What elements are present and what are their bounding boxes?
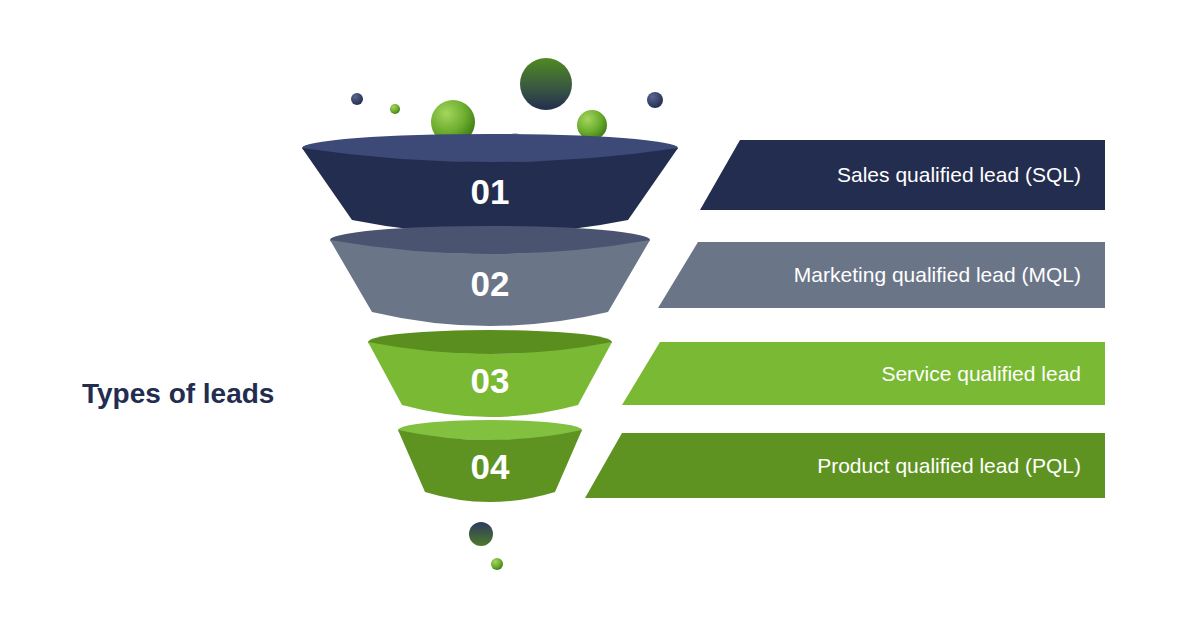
step-number: 02 — [328, 264, 652, 304]
banner-fill — [585, 433, 1105, 498]
decor-ball — [390, 104, 400, 114]
banner-fill — [658, 242, 1105, 308]
funnel-band: 04 — [396, 418, 584, 504]
label-banner: Product qualified lead (PQL) — [585, 433, 1105, 498]
lead-type-label: Service qualified lead — [881, 342, 1081, 405]
banner-fill — [700, 140, 1105, 210]
lead-type-label: Sales qualified lead (SQL) — [837, 140, 1081, 210]
decor-ball — [577, 110, 607, 140]
lead-type-label: Product qualified lead (PQL) — [817, 433, 1081, 498]
step-number: 01 — [300, 172, 680, 212]
lead-type-label: Marketing qualified lead (MQL) — [794, 242, 1081, 308]
decor-ball — [351, 93, 363, 105]
decor-ball — [491, 558, 503, 570]
step-number: 04 — [396, 447, 584, 487]
decor-ball — [520, 58, 572, 110]
funnel-band: 03 — [366, 328, 614, 419]
label-banner: Service qualified lead — [622, 342, 1105, 405]
decor-ball — [647, 92, 663, 108]
label-banner: Sales qualified lead (SQL) — [700, 140, 1105, 210]
funnel-band: 01 — [300, 132, 680, 236]
diagram-title: Types of leads — [82, 378, 274, 410]
step-number: 03 — [366, 361, 614, 401]
decor-ball — [469, 522, 493, 546]
banner-fill — [622, 342, 1105, 405]
label-banner: Marketing qualified lead (MQL) — [658, 242, 1105, 308]
funnel-band: 02 — [328, 224, 652, 328]
